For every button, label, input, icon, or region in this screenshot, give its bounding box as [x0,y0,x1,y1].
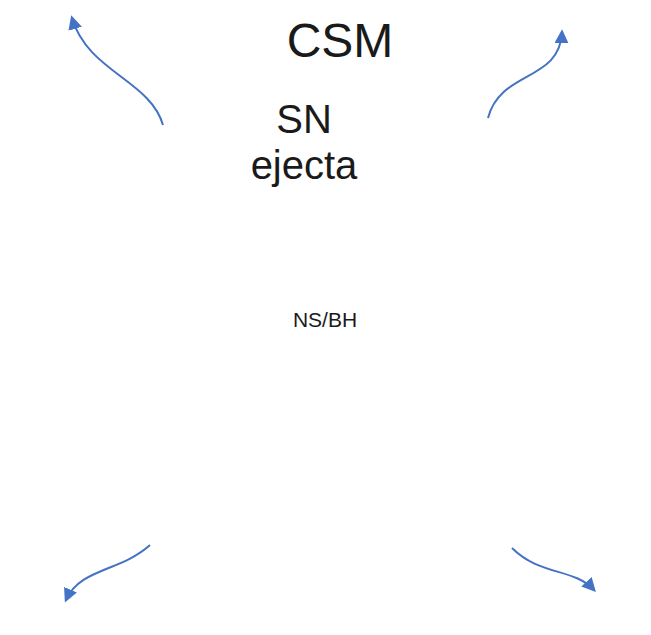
text-holder: NS/BH [287,308,363,332]
csm-shell: CSMSN ejectaNS/BH [26,27,636,635]
csm-circle [27,28,635,635]
text-holder: CSM [230,13,450,68]
outflow-arrow [66,545,150,600]
ejecta-disk [82,63,584,565]
shape-label: CSM [287,13,394,68]
outflow-arrow [512,548,594,590]
shape-label: SN ejecta [229,96,379,188]
compact-circle [288,283,362,357]
ejecta-shell: SN ejectaNS/BH [74,55,592,573]
outflow-arrow [488,32,562,118]
shock-ring [76,57,590,571]
compact-object: NS/BH [287,282,363,358]
outflow-arrow [72,18,163,125]
inner-cavity [202,196,462,456]
text-holder: SN ejecta [229,96,379,188]
shape-label: NS/BH [293,308,357,332]
